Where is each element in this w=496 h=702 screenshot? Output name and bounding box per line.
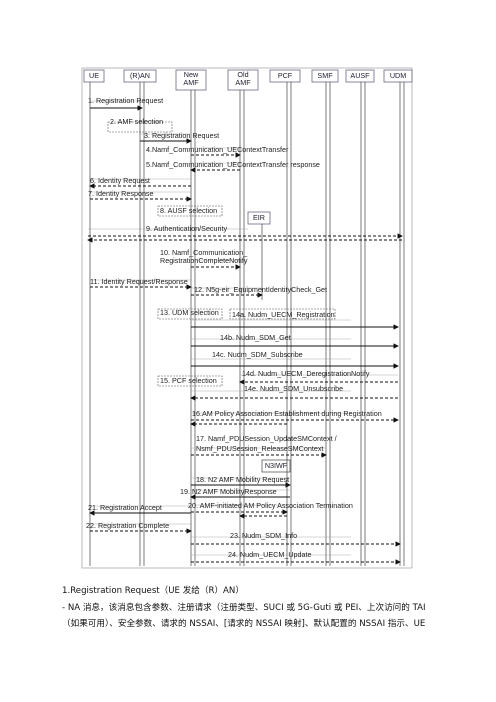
step-label-6: 6. Identity Request	[90, 176, 150, 185]
entity-label-6: AUSF	[350, 71, 370, 80]
entity-box-6	[345, 69, 375, 83]
step-label-12: 11. Identity Request/Response	[90, 277, 188, 286]
entity-label-5: SMF	[317, 71, 333, 80]
n3iwf-label: N3IWF	[265, 461, 288, 470]
n3iwf-box	[261, 459, 291, 473]
step-label-8: 8. AUSF selection	[160, 206, 217, 215]
step-label-10: 10. Namf_Communication_	[160, 248, 248, 257]
step-label-11: RegistrationCompleteNotify	[160, 256, 248, 265]
diagram-frame	[81, 67, 413, 569]
step-label-28: 22. Registration Complete	[86, 521, 169, 530]
step-box-15	[229, 308, 336, 320]
step-label-24: 18. N2 AMF Mobility Request	[196, 475, 289, 484]
eir-box	[247, 211, 271, 225]
step1-description-line2: （如果可用）、安全参数、请求的 NSSAI、[请求的 NSSAI 映射]、默认配…	[62, 619, 426, 629]
step-label-26: 20. AMF-initiated AM Policy Association …	[188, 501, 353, 510]
step-label-3: 3. Registration Request	[144, 131, 219, 140]
entity-box-7	[383, 69, 413, 83]
step-label-14: 13. UDM selection	[160, 308, 219, 317]
step-label-20: 15. PCF selection	[160, 376, 217, 385]
step-box-14	[157, 308, 223, 320]
entity-label-4: PCF	[278, 71, 293, 80]
step1-heading: 1.Registration Request（UE 发给（R）AN）	[62, 586, 244, 596]
step-label-25: 19. N2 AMF MobilityResponse	[180, 487, 277, 496]
eir-label: EIR	[253, 213, 265, 222]
step-label-7: 7. Identity Response	[88, 189, 154, 198]
step-label-22: 17. Namf_PDUSession_UpdateSMContext /	[196, 434, 337, 443]
step-label-17: 14c. Nudm_SDM_Subscribe	[212, 350, 303, 359]
step-box-20	[157, 375, 223, 387]
entity-label-3: AMF	[235, 78, 251, 87]
step-box-2	[107, 121, 173, 133]
entity-box-3	[227, 69, 259, 91]
step-label-9: 9. Authentication/Security	[146, 224, 228, 233]
step-label-4: 4.Namf_Communication_UEContextTransfer	[146, 145, 289, 154]
step-label-15: 14a. Nudm_UECM_Registration	[232, 310, 335, 319]
entity-box-4	[269, 69, 301, 83]
entity-label-0: UE	[89, 71, 99, 80]
step-label-2: 2. AMF selection	[110, 117, 163, 126]
step-box-8	[157, 205, 223, 217]
step-label-19: 14e. Nudm_SDM_Unsubscribe	[244, 384, 343, 393]
step-label-23: Nsmf_PDUSession_ReleaseSMContext	[196, 444, 323, 453]
entity-label-3: Old	[237, 70, 248, 79]
entity-label-1: (R)AN	[130, 71, 150, 80]
entity-box-5	[311, 69, 339, 83]
entity-label-2: New	[184, 70, 199, 79]
entity-label-2: AMF	[183, 78, 199, 87]
step-label-16: 14b. Nudm_SDM_Get	[220, 333, 291, 342]
step-label-5: 5.Namf_Communication_UEContextTransfer r…	[146, 160, 320, 169]
step-label-1: 1. Registration Request	[88, 96, 163, 105]
step-label-27: 21. Registration Accept	[88, 503, 162, 512]
step1-description-line1: - NA 消息，该消息包含参数、注册请求（注册类型、SUCI 或 5G-Guti…	[62, 603, 426, 613]
step-label-21: 16.AM Policy Association Establishment d…	[192, 409, 382, 418]
step-label-30: 24. Nudm_UECM_Update	[228, 550, 312, 559]
entity-label-7: UDM	[390, 71, 406, 80]
entity-box-0	[83, 69, 105, 83]
step-label-29: 23. Nudm_SDM_Info	[230, 531, 297, 540]
step-label-13: 12. N5g-eir_EquipmentIdentityCheck_Get	[194, 285, 327, 294]
step-label-18: 14d. Nudm_UECM_DeregistrationNotify	[242, 369, 370, 378]
